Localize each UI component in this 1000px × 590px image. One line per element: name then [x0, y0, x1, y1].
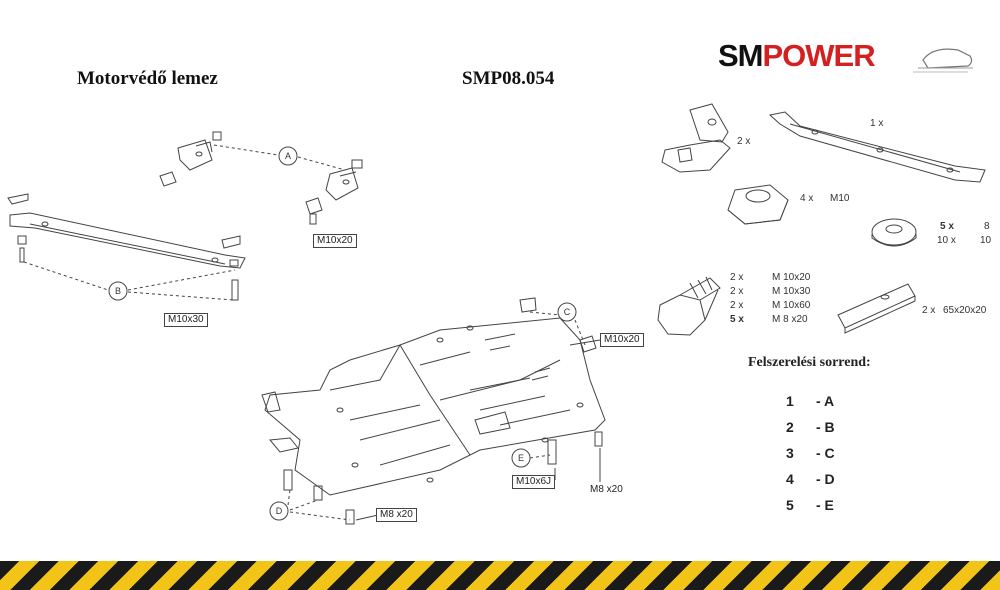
- bolt-qty-3: 2 x: [730, 300, 744, 311]
- part-bolt-drawing: [657, 276, 721, 336]
- logo-car-icon: [913, 48, 973, 73]
- step-number: 2: [786, 419, 794, 435]
- callout-d-label: D: [275, 506, 283, 516]
- logo-power-text: POWER: [762, 38, 876, 73]
- plate-size: 65x20x20: [943, 305, 987, 316]
- callout-a-circle: [278, 146, 298, 166]
- nut-size: M10: [830, 193, 850, 204]
- part-plate-drawing: [837, 283, 916, 334]
- skid-plate-drawing: [261, 297, 606, 525]
- plate-qty: 2 x: [922, 305, 936, 316]
- step-number: 5: [786, 497, 794, 513]
- size-label-top-right: M10x20: [313, 234, 357, 248]
- sequence-list: 1 - A 2 - B 3 - C 4 - D 5 - E: [786, 393, 876, 523]
- washer-qty-8: 5 x: [940, 221, 954, 232]
- callout-b-lines: [23, 261, 236, 301]
- callout-c-label: C: [563, 307, 571, 317]
- step-letter: - C: [816, 445, 835, 461]
- step-number: 4: [786, 471, 794, 487]
- washer-size-10: 10: [980, 235, 992, 246]
- bolt-qty-2: 2 x: [730, 286, 744, 297]
- part-washer-drawing: [871, 218, 917, 247]
- size-label-left: M10x30: [164, 313, 208, 327]
- callout-e-label: E: [517, 453, 524, 463]
- size-label-plate-bottom-right: M8 x20: [587, 484, 626, 496]
- callout-c-d-e-lines: [287, 311, 586, 521]
- size-label-plate-bottom-left: M8 x20: [376, 508, 417, 522]
- washer-qty-10: 10 x: [937, 235, 956, 246]
- bolt-size-2: M 10x30: [772, 286, 811, 297]
- bolt-size-3: M 10x60: [772, 300, 811, 311]
- step-letter: - B: [816, 419, 835, 435]
- rail-qty: 1 x: [870, 118, 884, 129]
- callout-c-circle: [557, 302, 577, 322]
- left-crossbar-drawing: [7, 193, 246, 301]
- bolt-qty-4: 5 x: [730, 314, 744, 325]
- top-bracket-drawing: [159, 131, 363, 225]
- part-code: SMP08.054: [462, 68, 555, 89]
- bolt-size-1: M 10x20: [772, 272, 811, 283]
- washer-table: 5 x 8 10 x 10: [932, 221, 992, 249]
- page-title: Motorvédő lemez: [77, 68, 218, 89]
- sequence-title: Felszerelési sorrend:: [748, 355, 871, 370]
- step-letter: - E: [816, 497, 834, 513]
- part-rail-drawing: [768, 111, 986, 183]
- callout-a-label: A: [284, 151, 291, 161]
- part-nut-drawing: [727, 184, 789, 225]
- logo-sm-text: SM: [718, 38, 763, 73]
- part-bracket-drawing: [661, 103, 731, 173]
- nut-qty: 4 x: [800, 193, 814, 204]
- bolt-size-4: M 8 x20: [772, 314, 808, 325]
- step-letter: - D: [816, 471, 835, 487]
- callout-e-circle: [511, 448, 531, 468]
- callout-a-lines: [213, 144, 346, 171]
- assembly-drawing: [7, 103, 986, 525]
- bolt-qty-1: 2 x: [730, 272, 744, 283]
- size-label-plate-right: M10x20: [600, 333, 644, 347]
- bracket-qty: 2 x: [737, 136, 751, 147]
- callout-b-circle: [108, 281, 128, 301]
- bolt-table: 2 x M 10x20 2 x M 10x30 2 x M 10x60 5 x …: [730, 272, 830, 332]
- step-number: 1: [786, 393, 794, 409]
- step-letter: - A: [816, 393, 835, 409]
- hazard-stripe-footer: [0, 561, 1000, 590]
- size-label-plate-e: M10x6J: [512, 475, 556, 489]
- callout-b-label: B: [114, 286, 121, 296]
- smpower-logo: SMPOWER: [718, 38, 978, 78]
- washer-size-8: 8: [984, 221, 990, 232]
- step-number: 3: [786, 445, 794, 461]
- callout-d-circle: [269, 501, 289, 521]
